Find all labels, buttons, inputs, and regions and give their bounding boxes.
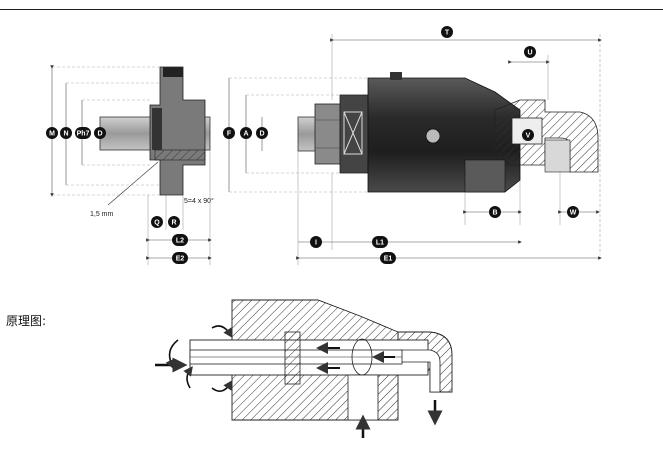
left-flange-inner (152, 108, 162, 150)
chamfer-note: 5=4 x 90° (184, 197, 214, 205)
housing-port (425, 128, 441, 144)
svg-text:D: D (97, 131, 102, 138)
svg-text:F: F (227, 131, 232, 138)
hex-nut (314, 103, 341, 165)
rotation-arrow-left-bottom (183, 366, 193, 389)
svg-text:L1: L1 (376, 240, 384, 247)
top-rule (0, 9, 663, 10)
label-B: B (489, 206, 501, 218)
label-V: V (522, 129, 534, 141)
section-clamp-ring (284, 331, 301, 385)
svg-text:E2: E2 (176, 256, 185, 263)
label-L2: L2 (172, 234, 188, 246)
svg-text:I: I (315, 240, 317, 247)
rotation-arrow-left-top (165, 339, 179, 370)
principle-caption: 原理图: (6, 314, 47, 328)
svg-text:M: M (49, 131, 55, 138)
svg-text:D: D (259, 131, 264, 138)
label-Q: Q (151, 216, 163, 228)
label-F: F (223, 127, 235, 139)
label-A: A (240, 127, 252, 139)
main-rotary-joint-view: F A D T U V (223, 26, 602, 265)
rotation-arrow-upper (211, 325, 233, 338)
svg-text:U: U (527, 50, 532, 57)
section-lower-port (347, 374, 379, 421)
label-T: T (441, 26, 453, 38)
clearance-note: 1,5 mm (90, 211, 114, 218)
left-flange-view: M N Ph7 D 1,5 mm 5=4 x 90° Q R (46, 65, 214, 265)
label-D-left: D (94, 127, 106, 139)
svg-text:W: W (570, 210, 577, 217)
label-E2: E2 (172, 252, 188, 264)
rotation-arrow-lower (211, 380, 233, 392)
label-D-mid: D (256, 127, 268, 139)
svg-text:T: T (445, 30, 450, 37)
svg-text:L2: L2 (176, 238, 184, 245)
label-Ph7: Ph7 (75, 127, 91, 139)
label-L1: L1 (372, 236, 388, 248)
label-R: R (168, 216, 180, 228)
principle-section-diagram (155, 299, 453, 438)
label-I: I (310, 236, 322, 248)
svg-text:Ph7: Ph7 (77, 131, 90, 138)
svg-text:B: B (492, 210, 497, 217)
left-flange-top-cap (163, 67, 183, 77)
svg-text:R: R (171, 220, 176, 227)
svg-text:V: V (526, 133, 531, 140)
svg-text:Q: Q (154, 220, 160, 227)
label-W: W (567, 206, 579, 218)
bearing-block (339, 94, 369, 174)
label-E1: E1 (380, 252, 396, 264)
left-flange-section (154, 149, 206, 161)
svg-text:N: N (63, 131, 68, 138)
label-U: U (524, 46, 536, 58)
clearance-leader (107, 161, 159, 206)
label-N: N (60, 127, 72, 139)
svg-text:E1: E1 (384, 256, 393, 263)
svg-text:A: A (243, 131, 248, 138)
label-M: M (46, 127, 58, 139)
